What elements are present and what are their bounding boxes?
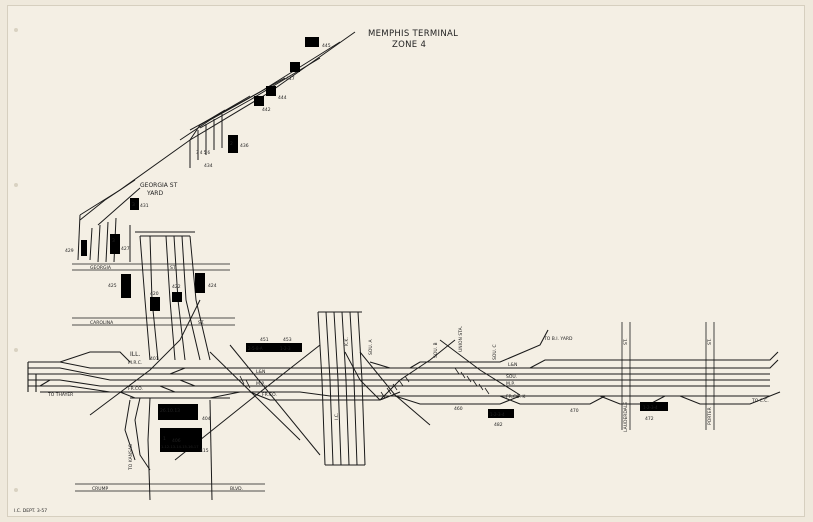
tower-415: 415 xyxy=(200,448,209,454)
rr-mp: M.P. xyxy=(256,381,265,387)
punch-hole xyxy=(14,348,18,352)
box-label-415: 1-12-13-14-15-16-17 xyxy=(161,445,199,449)
rr-labels: ILL. M.R.C. L&N M.P. FR.CO. FR.CO. I.C. … xyxy=(128,326,526,420)
diagram-subtitle: ZONE 4 xyxy=(392,40,426,50)
tower-401: 401 xyxy=(150,356,159,362)
diagram-title: MEMPHIS TERMINAL xyxy=(368,29,458,39)
rr-lrn: L&N xyxy=(256,369,265,375)
rr-lrn-2: L&N xyxy=(508,362,517,368)
rr-frisco: FR.CO. xyxy=(128,386,143,392)
tower-482: 482 xyxy=(494,422,503,428)
yard-label: GEORGIA ST xyxy=(140,182,178,189)
street-st-a: ST. xyxy=(623,338,629,345)
box-label-406: 1 xyxy=(163,436,166,442)
box-label-431: 3 xyxy=(132,202,135,208)
street-lines xyxy=(72,263,715,492)
georgia-yard-tracks xyxy=(77,31,356,361)
ic-track-bundle xyxy=(317,311,366,466)
rr-frisco-2: FR.CO. xyxy=(262,392,277,398)
tower-labels: 401 404 406 415 420 422 424 425 427 429 … xyxy=(65,43,654,454)
street-st-2: ST. xyxy=(198,320,205,326)
tower-434: 434 xyxy=(204,163,213,169)
rr-union-sta: UNION STA. xyxy=(458,326,464,352)
street-georgia: GEORGIA xyxy=(90,265,112,271)
street-crump: CRUMP xyxy=(92,486,108,492)
tower-431: 431 xyxy=(140,203,149,209)
box-label-453: 1-2-3 xyxy=(280,346,291,351)
punch-hole xyxy=(14,488,18,492)
rr-ic: I.C. xyxy=(334,413,340,420)
box-label-482: 1-2-3-4 xyxy=(490,412,505,417)
dir-to-cc: TO C.C. xyxy=(751,398,769,404)
tower-425: 425 xyxy=(108,283,117,289)
yard-label-2: YARD xyxy=(146,190,163,197)
tower-420: 420 xyxy=(150,291,159,297)
tower-436: 436 xyxy=(240,143,249,149)
rr-ill: ILL. xyxy=(130,351,140,358)
tower-427: 427 xyxy=(121,246,130,252)
box-label-451: 2-5-8-A xyxy=(248,346,263,351)
box-label-404: 26.10.13 xyxy=(160,408,180,414)
tower-447: 447 xyxy=(286,76,295,82)
box-label-427: 3 xyxy=(112,238,115,244)
crossing-hatches xyxy=(239,367,490,399)
street-st-1: ST. xyxy=(170,265,177,271)
tower-444: 444 xyxy=(278,95,287,101)
dir-to-bi-yard: TO B.I. YARD xyxy=(543,336,573,342)
box-label-472: 1-2-3-4 xyxy=(643,405,658,410)
wye-lines xyxy=(89,299,521,461)
rr-mrc: M.R.C. xyxy=(128,360,142,366)
footer-note: I.C. DEPT. 3-57 xyxy=(14,508,47,514)
track-numbers-434: 3 4 5 6 xyxy=(196,150,210,155)
punch-hole xyxy=(14,183,18,187)
dir-to-thayer: TO THAYER xyxy=(47,392,73,398)
rr-frisco-3: FR.CO. K xyxy=(506,394,526,400)
street-st-b: ST. xyxy=(707,338,713,345)
rr-sou-c: SOU. C xyxy=(492,344,498,360)
box-label-436: 2 xyxy=(230,141,233,147)
punch-hole xyxy=(14,28,18,32)
dir-to-kansas: TO KANSAS xyxy=(128,444,134,471)
tower-470: 470 xyxy=(570,408,579,414)
tower-422: 422 xyxy=(172,284,181,290)
tower-424: 424 xyxy=(208,283,217,289)
street-blvd: BLVD. xyxy=(230,486,243,492)
tower-442: 442 xyxy=(262,107,271,113)
rr-sou-a: SOU. A xyxy=(368,338,374,355)
street-porter: PORTER xyxy=(707,407,713,425)
rr-mp-2: M.P. xyxy=(506,381,515,387)
main-tracks xyxy=(27,329,781,405)
tower-451: 451 xyxy=(260,337,269,343)
rr-sou: SOU. xyxy=(506,374,517,380)
street-carolina: CAROLINA xyxy=(90,320,114,326)
rr-sou-b: SOU. B xyxy=(433,342,439,358)
tower-406: 406 xyxy=(172,438,181,444)
tower-404: 404 xyxy=(202,416,211,422)
place-labels: GEORGIA ST YARD GEORGIA ST. CAROLINA ST.… xyxy=(47,182,769,492)
street-lauderdale: LAUDERDALE xyxy=(623,402,629,432)
tower-453: 453 xyxy=(283,337,292,343)
tower-472: 472 xyxy=(645,416,654,422)
tower-429: 429 xyxy=(65,248,74,254)
rr-kk: K.K. xyxy=(344,337,350,346)
tower-445: 445 xyxy=(322,43,331,49)
tower-460: 460 xyxy=(454,406,463,412)
box-labels: 26.10.13 1-12-13-14-15-16-17 2-5-8-A 1-2… xyxy=(112,141,658,449)
south-lead-tracks xyxy=(124,397,213,501)
map-sheet xyxy=(8,6,804,516)
tower-boxes xyxy=(81,37,668,452)
